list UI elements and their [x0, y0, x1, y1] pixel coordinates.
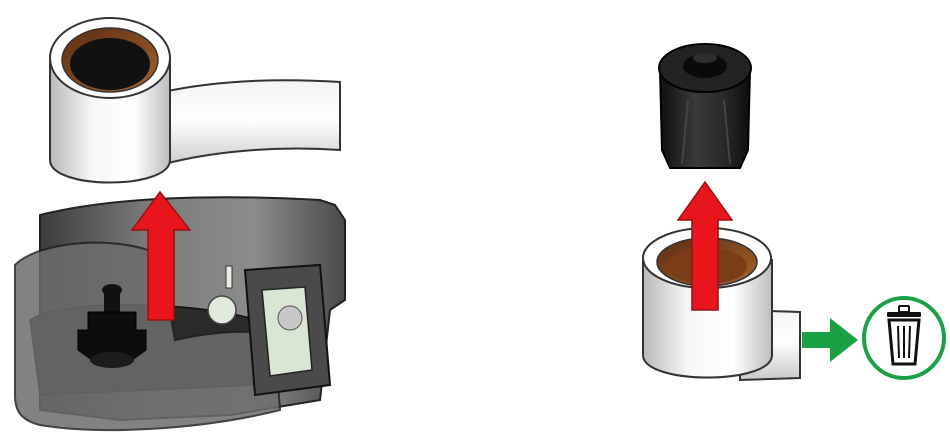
- spindle-cap-right: [659, 44, 751, 168]
- trash-can-icon: [864, 298, 944, 378]
- cartridge-window-right: [278, 306, 302, 330]
- cartridge-housing-inner: [262, 287, 312, 376]
- spindle-cap-nub: [693, 53, 717, 63]
- cartridge-slot: [226, 266, 232, 288]
- label-roll-left: [50, 18, 340, 183]
- used-roll-right: [643, 228, 800, 380]
- label-strip: [150, 80, 340, 168]
- cartridge-window-left: [208, 296, 236, 324]
- label-roll-hole: [70, 38, 150, 90]
- discard-arrow: [802, 318, 858, 362]
- cartridge-shell: [15, 197, 345, 430]
